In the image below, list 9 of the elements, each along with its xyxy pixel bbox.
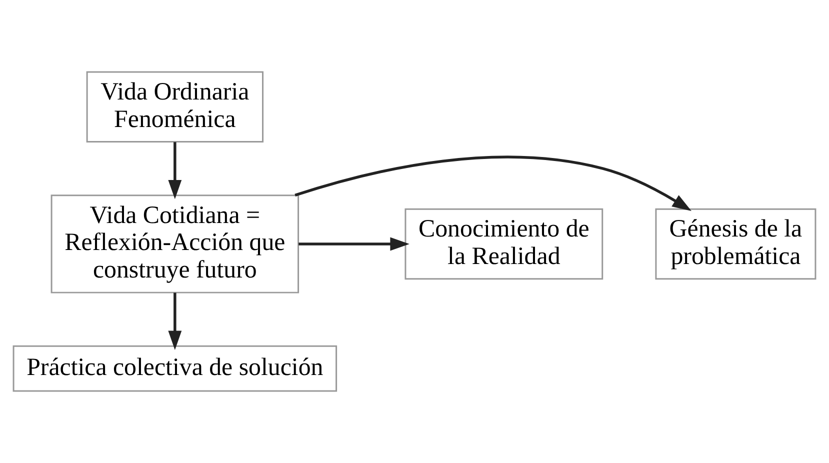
arrow <box>168 142 182 200</box>
node-box: Conocimiento de la Realidad <box>404 208 604 280</box>
node-box: Vida Cotidiana = Reflexión-Acción que construye futuro <box>50 194 300 294</box>
node-box: Vida Ordinaria Fenoménica <box>86 71 264 143</box>
node-box: Práctica colectiva de solución <box>12 345 338 392</box>
arrow <box>168 292 182 350</box>
arrow <box>298 237 410 251</box>
arrow <box>294 156 692 212</box>
node-box: Génesis de la problemática <box>655 208 816 280</box>
